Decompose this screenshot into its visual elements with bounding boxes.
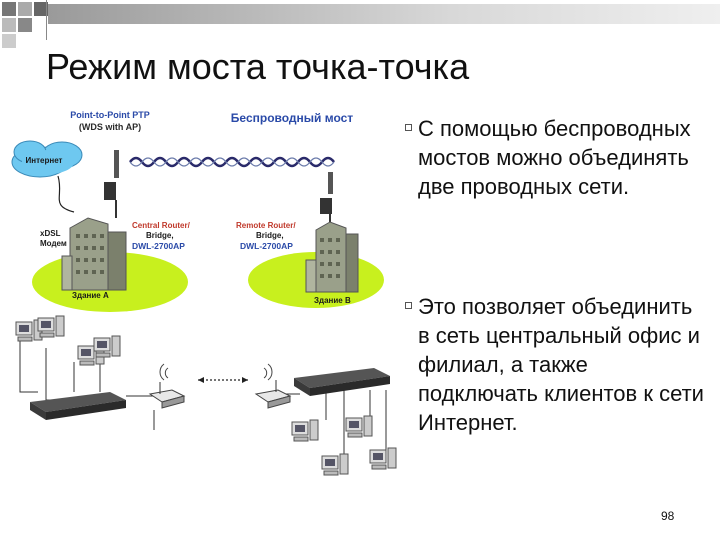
computer bbox=[345, 415, 373, 438]
paragraph-1: С помощью беспроводных мостов можно объе… bbox=[418, 116, 691, 199]
building-b-label: Здание В bbox=[314, 296, 351, 305]
page-number: 98 bbox=[661, 509, 675, 523]
remote-label-2: Bridge, bbox=[256, 231, 284, 240]
deco-square bbox=[18, 18, 32, 32]
building-b bbox=[305, 221, 359, 293]
ptp-label-1: Point-to-Point PTP bbox=[70, 110, 149, 120]
deco-square bbox=[2, 18, 16, 32]
switch-right bbox=[294, 368, 390, 396]
computer bbox=[321, 453, 349, 476]
building-a-label: Здание А bbox=[72, 291, 109, 300]
switch-left bbox=[30, 392, 126, 420]
access-point-right bbox=[254, 380, 292, 409]
deco-square bbox=[34, 2, 48, 16]
central-label-1: Central Router/ bbox=[132, 221, 191, 230]
deco-square bbox=[2, 34, 16, 48]
deco-bar bbox=[48, 4, 720, 24]
central-label-2: Bridge, bbox=[146, 231, 174, 240]
bridge-label: Беспроводный мост bbox=[231, 111, 354, 125]
computer bbox=[93, 335, 121, 358]
internet-cloud: Интернет bbox=[11, 140, 83, 178]
antenna-central bbox=[104, 150, 119, 218]
network-diagram: Point-to-Point PTP (WDS with AP) Беспров… bbox=[11, 110, 397, 476]
central-label-3: DWL-2700AP bbox=[132, 241, 185, 251]
building-a bbox=[61, 217, 127, 291]
access-point-left bbox=[148, 382, 186, 409]
computer bbox=[37, 315, 65, 338]
wireless-wave bbox=[129, 156, 335, 168]
deco-square bbox=[2, 2, 16, 16]
deco-line bbox=[46, 0, 47, 40]
slide-title: Режим моста точка-точка bbox=[46, 46, 470, 87]
remote-label-3: DWL-2700AP bbox=[240, 241, 293, 251]
internet-label: Интернет bbox=[26, 156, 63, 165]
ptp-label-2: (WDS with AP) bbox=[79, 122, 141, 132]
paragraph-2: Это позволяет объединить в сеть централь… bbox=[418, 294, 704, 435]
xdsl-label-1: xDSL bbox=[40, 229, 61, 238]
computer bbox=[369, 447, 397, 470]
bullet-icon bbox=[405, 124, 412, 131]
bullet-icon bbox=[405, 302, 412, 309]
xdsl-label-2: Модем bbox=[40, 239, 67, 248]
wireless-link bbox=[159, 363, 273, 383]
deco-square bbox=[18, 2, 32, 16]
computer bbox=[291, 419, 319, 442]
remote-label-1: Remote Router/ bbox=[236, 221, 296, 230]
antenna-remote bbox=[320, 172, 333, 228]
